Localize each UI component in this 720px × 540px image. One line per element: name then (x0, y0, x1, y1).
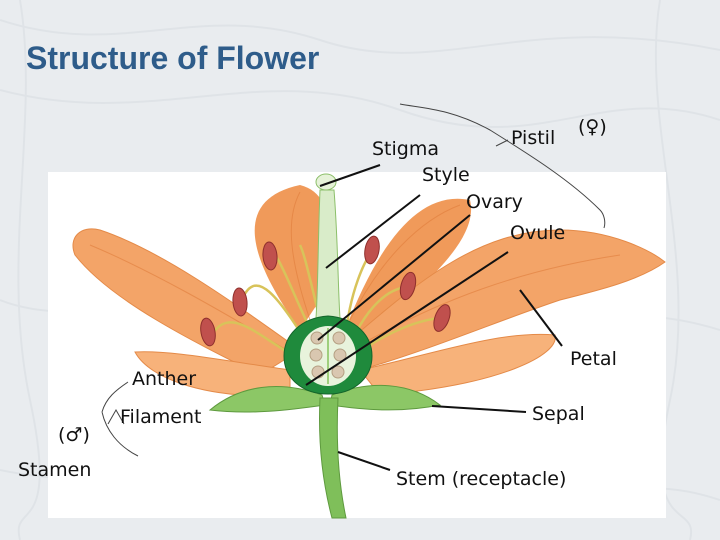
filament-label: Filament (120, 406, 202, 428)
slide-title: Structure of Flower (26, 40, 320, 76)
pointer-ovule (305, 251, 509, 386)
pointer-sepal (431, 405, 527, 413)
pointer-stigma (319, 164, 381, 187)
sepal-label: Sepal (532, 403, 585, 425)
pistil-label: Pistil (511, 127, 556, 149)
stamen-label: Stamen (18, 459, 92, 481)
pointer-stem (337, 451, 391, 471)
sepal-left (208, 386, 326, 413)
stem-label: Stem (receptacle) (396, 468, 567, 490)
stamen-symbol: (♂) (58, 424, 90, 446)
stem (319, 397, 347, 519)
petal-back-left (254, 185, 329, 330)
ovule-label: Ovule (510, 222, 566, 244)
pistil-bracket (399, 103, 606, 229)
stigma-label: Stigma (372, 138, 440, 160)
pointer-style (325, 194, 421, 269)
pointer-ovary (317, 214, 471, 341)
stamen-bracket (101, 381, 139, 457)
style-label: Style (422, 164, 470, 186)
ovules (309, 331, 347, 379)
pointer-lines (305, 164, 563, 471)
ovary-label: Ovary (466, 191, 523, 213)
sepal-right (329, 384, 442, 411)
petal-left (72, 228, 301, 376)
petal-right (349, 229, 666, 371)
pistil-symbol: (♀) (578, 116, 607, 138)
style-tube (315, 189, 341, 319)
anther-label: Anther (132, 368, 197, 390)
pointer-petal (519, 289, 563, 347)
anthers (200, 235, 451, 347)
petal-label: Petal (570, 348, 617, 370)
